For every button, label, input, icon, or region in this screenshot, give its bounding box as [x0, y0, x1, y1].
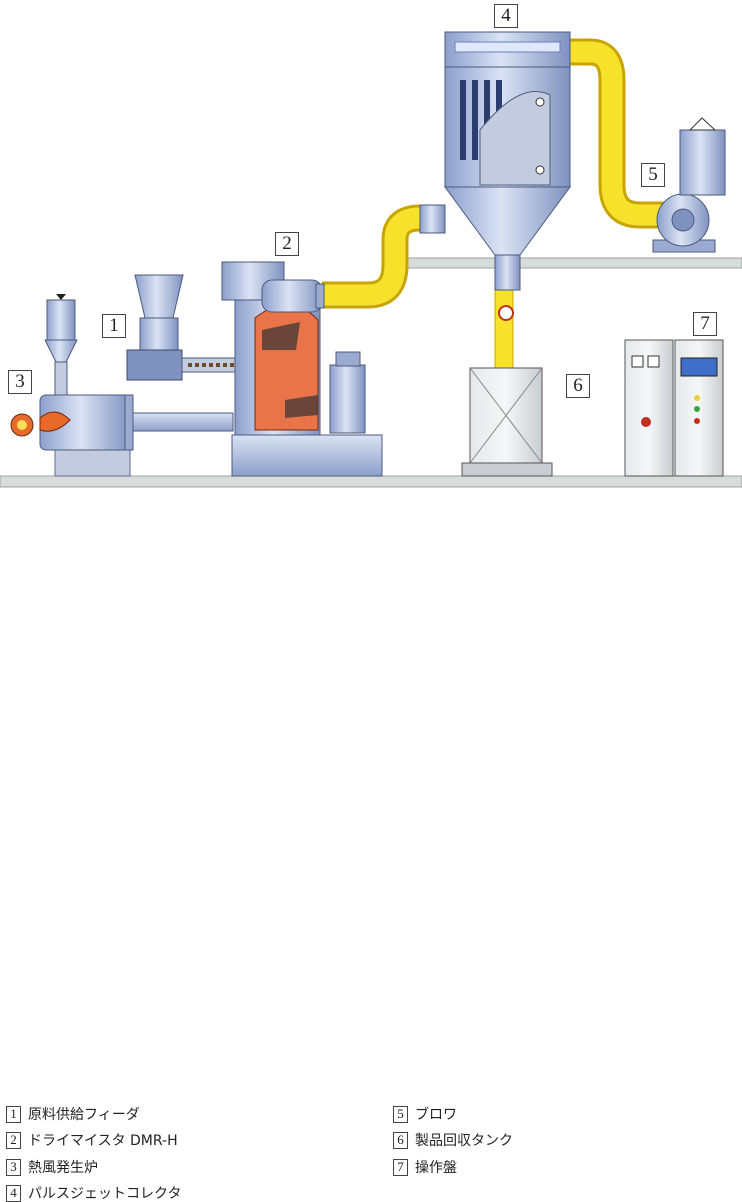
pulse-jet-collector — [419, 31, 571, 321]
legend-label: ドライマイスタ DMR-H — [28, 1133, 178, 1149]
legend-label: 熱風発生炉 — [28, 1160, 98, 1176]
product-recovery-tank — [461, 367, 553, 477]
equipment-drawing — [0, 31, 742, 488]
legend-item: 2 ドライマイスタ DMR-H — [6, 1130, 178, 1150]
legend-item: 1 原料供給フィーダ — [6, 1104, 140, 1124]
legend-item: 3 熱風発生炉 — [6, 1157, 98, 1177]
callout-1: 1 — [102, 314, 126, 338]
legend-label: 原料供給フィーダ — [28, 1107, 140, 1123]
legend-item: 4 パルスジェットコレクタ — [6, 1183, 181, 1202]
legend-number: 7 — [393, 1158, 408, 1176]
legend-label: 操作盤 — [415, 1160, 457, 1176]
legend-number: 1 — [6, 1105, 21, 1123]
callout-5: 5 — [641, 163, 665, 187]
control-panel — [624, 339, 724, 477]
duct-collector-to-blower — [570, 38, 680, 229]
duct-collector-to-tank — [494, 289, 514, 369]
legend-item: 5 ブロワ — [393, 1104, 457, 1124]
callout-6: 6 — [566, 374, 590, 398]
callout-2: 2 — [275, 232, 299, 256]
hot-air-furnace — [10, 294, 234, 477]
legend-label: パルスジェットコレクタ — [28, 1186, 182, 1202]
legend-number: 5 — [393, 1105, 408, 1123]
legend-item: 6 製品回収タンク — [393, 1130, 513, 1150]
upper-platform — [395, 257, 742, 269]
legend-number: 2 — [6, 1131, 21, 1149]
legend-number: 3 — [6, 1158, 21, 1176]
dryer-dmr-h — [221, 261, 383, 477]
legend-number: 4 — [6, 1184, 21, 1202]
duct-dryer-to-collector — [322, 204, 440, 309]
legend-label: ブロワ — [415, 1107, 457, 1123]
raw-material-feeder — [126, 274, 243, 381]
callout-7: 7 — [693, 312, 717, 336]
callout-3: 3 — [8, 370, 32, 394]
legend-number: 6 — [393, 1131, 408, 1149]
legend-label: 製品回収タンク — [415, 1133, 513, 1149]
process-diagram: 1 2 3 4 5 6 7 1 原料供給フィーダ 2 ドライマイスタ DMR-H… — [0, 4, 742, 1202]
legend-item: 7 操作盤 — [393, 1157, 457, 1177]
floor — [0, 475, 742, 488]
callout-4: 4 — [494, 4, 518, 28]
blower — [652, 117, 726, 253]
